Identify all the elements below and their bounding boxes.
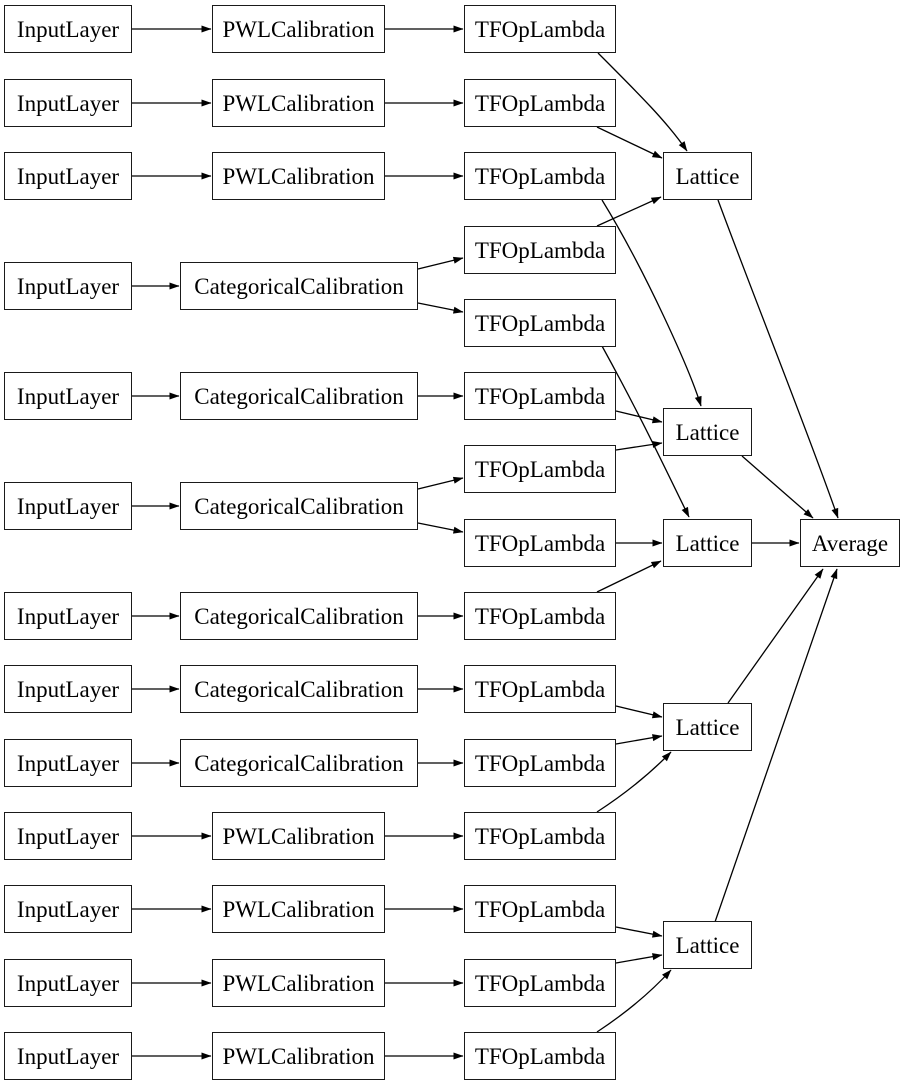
node-categorical-calibration-3: CategoricalCalibration — [180, 482, 418, 530]
node-input-layer-1: InputLayer — [4, 5, 132, 53]
edge-lattice4-average — [727, 568, 824, 704]
node-tf-op-lambda-11: TFOpLambda — [464, 739, 616, 787]
node-tf-op-lambda-6: TFOpLambda — [464, 372, 616, 420]
node-tf-op-lambda-14: TFOpLambda — [464, 959, 616, 1007]
node-pwl-calibration-1: PWLCalibration — [212, 5, 385, 53]
node-input-layer-4: InputLayer — [4, 262, 132, 310]
edge-lambda4-lattice1 — [596, 196, 662, 227]
edge-lattice1-average — [717, 199, 839, 519]
edge-lambda12-lattice4 — [596, 751, 672, 813]
edge-lambda10-lattice4 — [615, 705, 663, 719]
node-tf-op-lambda-1: TFOpLambda — [464, 5, 616, 53]
node-tf-op-lambda-15: TFOpLambda — [464, 1032, 616, 1080]
node-pwl-calibration-6: PWLCalibration — [212, 959, 385, 1007]
node-tf-op-lambda-8: TFOpLambda — [464, 519, 616, 567]
edge-calib4-lambda4 — [417, 256, 464, 270]
node-lattice-1: Lattice — [663, 152, 752, 200]
node-lattice-2: Lattice — [663, 408, 752, 456]
node-lattice-4: Lattice — [663, 703, 752, 751]
edge-lattice2-average — [741, 455, 814, 519]
node-pwl-calibration-3: PWLCalibration — [212, 152, 385, 200]
edge-lambda1-lattice1 — [597, 52, 688, 152]
node-input-layer-2: InputLayer — [4, 79, 132, 127]
node-categorical-calibration-2: CategoricalCalibration — [180, 372, 418, 420]
edge-lambda9-lattice3 — [596, 560, 662, 593]
edge-calib6-lambda7 — [417, 476, 464, 490]
node-input-layer-3: InputLayer — [4, 152, 132, 200]
node-pwl-calibration-5: PWLCalibration — [212, 885, 385, 933]
edge-lambda3-lattice2 — [601, 199, 702, 407]
node-tf-op-lambda-9: TFOpLambda — [464, 592, 616, 640]
edge-lambda2-lattice1 — [596, 126, 663, 159]
node-tf-op-lambda-5: TFOpLambda — [464, 299, 616, 347]
node-pwl-calibration-7: PWLCalibration — [212, 1032, 385, 1080]
node-input-layer-8: InputLayer — [4, 665, 132, 713]
edge-lambda14-lattice5 — [615, 953, 663, 964]
node-pwl-calibration-4: PWLCalibration — [212, 812, 385, 860]
node-categorical-calibration-4: CategoricalCalibration — [180, 592, 418, 640]
edge-lambda11-lattice4 — [615, 734, 663, 745]
edge-lambda6-lattice2 — [615, 410, 663, 424]
edge-calib6-lambda8 — [417, 522, 464, 534]
node-input-layer-5: InputLayer — [4, 372, 132, 420]
node-categorical-calibration-5: CategoricalCalibration — [180, 665, 418, 713]
node-input-layer-13: InputLayer — [4, 1032, 132, 1080]
edge-calib4-lambda5 — [417, 302, 464, 314]
node-average: Average — [800, 519, 900, 567]
node-input-layer-10: InputLayer — [4, 812, 132, 860]
edge-lambda15-lattice5 — [596, 969, 672, 1033]
node-tf-op-lambda-3: TFOpLambda — [464, 152, 616, 200]
node-pwl-calibration-2: PWLCalibration — [212, 79, 385, 127]
node-tf-op-lambda-2: TFOpLambda — [464, 79, 616, 127]
node-tf-op-lambda-10: TFOpLambda — [464, 665, 616, 713]
node-input-layer-6: InputLayer — [4, 482, 132, 530]
node-tf-op-lambda-7: TFOpLambda — [464, 445, 616, 493]
node-tf-op-lambda-4: TFOpLambda — [464, 226, 616, 274]
edge-lattice5-average — [714, 568, 838, 923]
node-categorical-calibration-6: CategoricalCalibration — [180, 739, 418, 787]
node-categorical-calibration-1: CategoricalCalibration — [180, 262, 418, 310]
node-lattice-5: Lattice — [663, 921, 752, 969]
node-tf-op-lambda-12: TFOpLambda — [464, 812, 616, 860]
node-tf-op-lambda-13: TFOpLambda — [464, 885, 616, 933]
node-input-layer-9: InputLayer — [4, 739, 132, 787]
node-lattice-3: Lattice — [663, 519, 752, 567]
edge-lambda7-lattice2 — [615, 440, 663, 451]
node-input-layer-12: InputLayer — [4, 959, 132, 1007]
node-input-layer-11: InputLayer — [4, 885, 132, 933]
edge-lambda13-lattice5 — [615, 926, 663, 938]
node-input-layer-7: InputLayer — [4, 592, 132, 640]
edge-lambda5-lattice3 — [601, 345, 690, 518]
